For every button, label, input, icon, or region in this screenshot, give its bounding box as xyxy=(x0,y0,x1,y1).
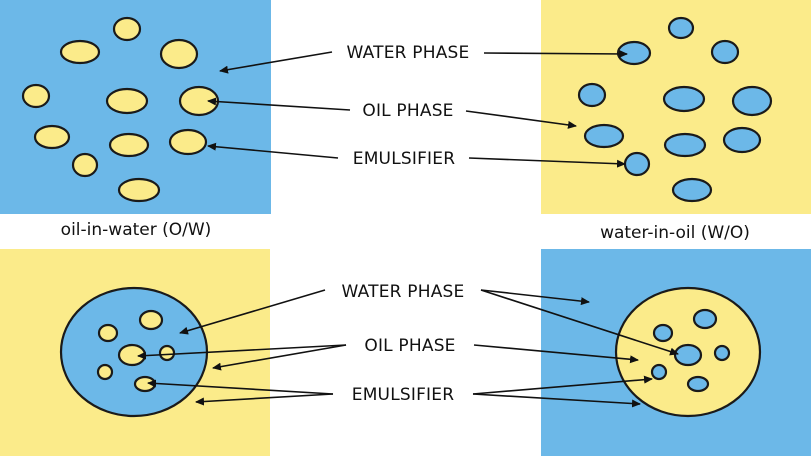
arrow-emulsifier-bl1 xyxy=(147,379,334,395)
oil-droplet xyxy=(168,128,208,156)
arrow-emulsifier-br2 xyxy=(472,393,641,408)
oil-droplet xyxy=(71,152,99,178)
water-in-oil-panel xyxy=(541,0,811,214)
oil-droplet xyxy=(158,344,176,362)
oil-in-water-panel xyxy=(0,0,271,214)
oil-droplets xyxy=(21,16,220,203)
caption-water-in-oil: water-in-oil (W/O) xyxy=(600,223,750,243)
label-oil-phase-bottom: OIL PHASE xyxy=(364,336,455,356)
double-emulsion-right-panel xyxy=(541,249,811,456)
oil-droplet xyxy=(97,323,119,343)
oil-droplet xyxy=(105,87,149,115)
arrow-emulsifier-left xyxy=(207,142,339,159)
oil-droplet xyxy=(112,16,142,42)
water-droplet xyxy=(652,323,674,343)
arrow-water-phase-br1 xyxy=(480,289,590,306)
arrow-water-phase-left xyxy=(219,51,333,74)
bottom-arrows xyxy=(137,289,679,408)
water-droplet xyxy=(663,132,707,158)
top-arrows xyxy=(207,49,628,168)
oil-droplet xyxy=(138,309,164,331)
caption-oil-in-water: oil-in-water (O/W) xyxy=(61,220,212,240)
arrow-oil-phase-right xyxy=(465,110,577,129)
oil-droplet xyxy=(96,363,114,381)
oil-droplet xyxy=(117,177,161,203)
arrow-oil-phase-bl2 xyxy=(212,344,347,371)
water-droplet xyxy=(713,344,731,362)
arrow-oil-phase-bl1 xyxy=(137,344,347,360)
water-droplet xyxy=(692,308,718,330)
arrow-water-phase-br2 xyxy=(480,289,679,356)
arrow-emulsifier-right xyxy=(468,157,626,168)
oil-droplet xyxy=(159,38,199,70)
oil-droplet xyxy=(59,39,101,65)
water-droplet xyxy=(722,126,762,154)
water-droplet xyxy=(686,375,710,393)
water-droplet xyxy=(710,39,740,65)
label-emulsifier-top: EMULSIFIER xyxy=(353,149,455,169)
water-droplet xyxy=(577,82,607,108)
oil-droplet xyxy=(117,343,147,367)
label-water-phase-top: WATER PHASE xyxy=(347,43,470,63)
water-droplet xyxy=(673,343,703,367)
arrow-emulsifier-bl2 xyxy=(195,393,334,406)
label-emulsifier-bottom: EMULSIFIER xyxy=(352,385,454,405)
water-droplet xyxy=(650,363,668,381)
water-droplet xyxy=(616,40,652,66)
water-droplet xyxy=(662,85,706,113)
water-droplet xyxy=(731,85,773,117)
double-emulsion-left-panel xyxy=(0,249,270,456)
oil-droplet xyxy=(33,124,71,150)
oil-droplet xyxy=(108,132,150,158)
inner-oil-droplets xyxy=(96,309,176,393)
label-oil-phase-top: OIL PHASE xyxy=(362,101,453,121)
arrow-water-phase-bl xyxy=(179,289,326,335)
arrow-water-phase-right xyxy=(483,49,628,58)
water-droplets xyxy=(577,16,773,203)
label-water-phase-bottom: WATER PHASE xyxy=(342,282,465,302)
water-droplet xyxy=(671,177,713,203)
water-droplet xyxy=(623,151,651,177)
water-droplet xyxy=(667,16,695,40)
oil-droplet xyxy=(21,83,51,109)
arrow-emulsifier-br1 xyxy=(472,375,653,395)
arrow-oil-phase-br xyxy=(473,344,639,364)
inner-water-droplets xyxy=(650,308,731,393)
water-droplet xyxy=(583,123,625,149)
arrow-oil-phase-left xyxy=(207,97,351,111)
